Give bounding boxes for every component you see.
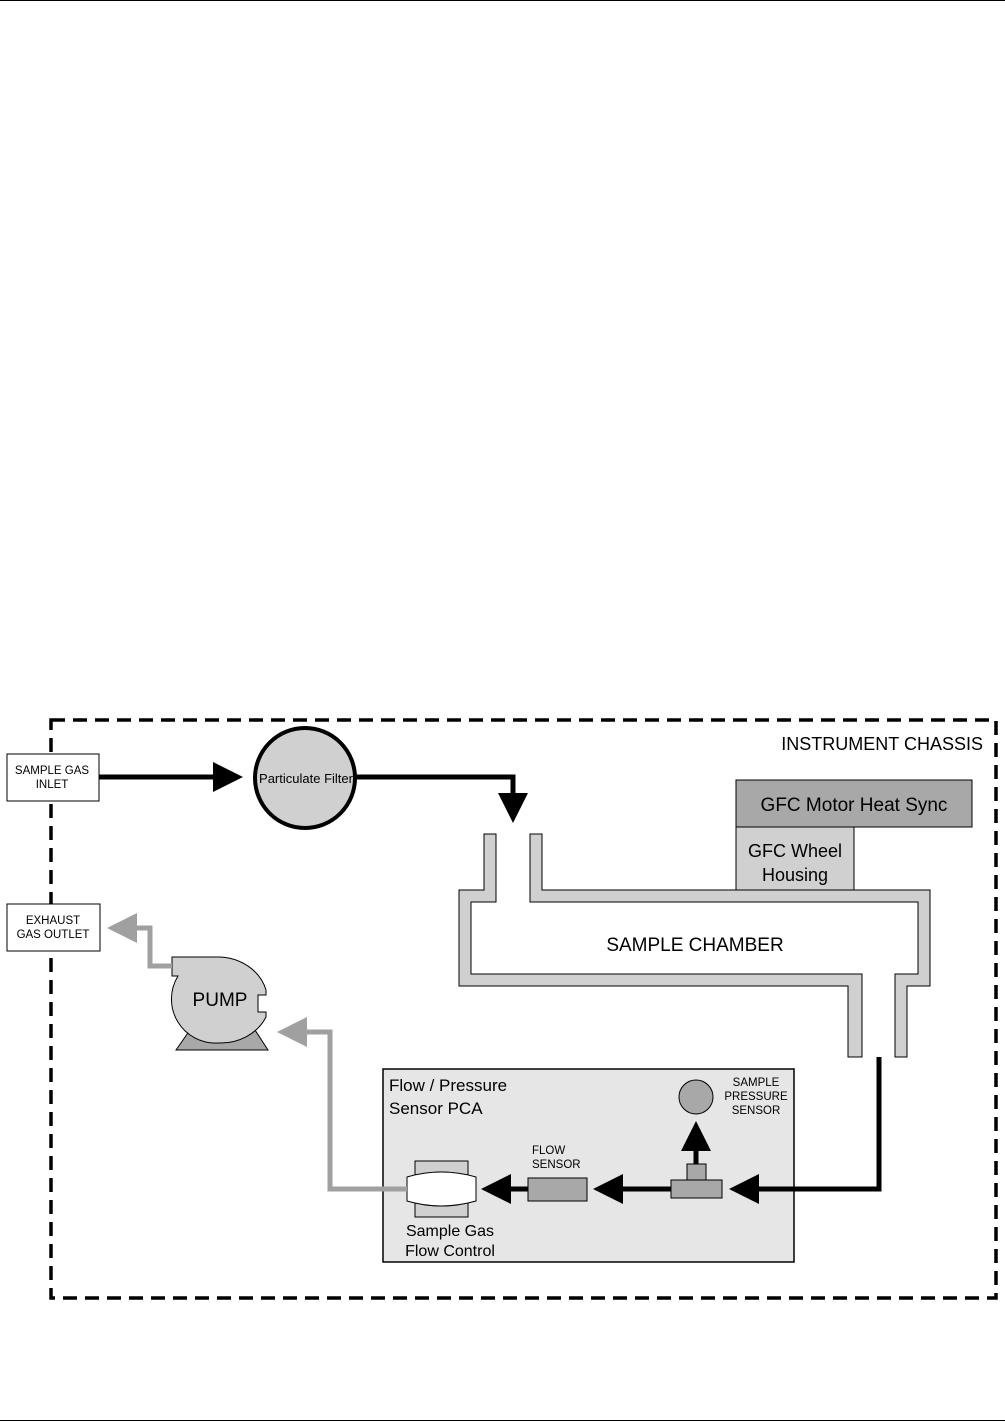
- gfc-motor-heat-sync: GFC Motor Heat Sync: [735, 779, 973, 828]
- tee-fitting: [670, 1163, 723, 1199]
- sample-chamber: SAMPLE CHAMBER: [458, 833, 931, 1058]
- svg-text:SENSOR: SENSOR: [732, 1105, 781, 1117]
- svg-text:SENSOR: SENSOR: [532, 1159, 581, 1171]
- svg-text:GAS OUTLET: GAS OUTLET: [17, 929, 90, 941]
- svg-text:Housing: Housing: [762, 865, 828, 885]
- gfc-wheel-housing: GFC Wheel Housing: [735, 826, 855, 894]
- pump-to-exhaust-line: [107, 913, 172, 969]
- svg-text:Sensor PCA: Sensor PCA: [389, 1099, 483, 1118]
- svg-text:EXHAUST: EXHAUST: [26, 915, 80, 927]
- bottom-rule: [0, 1420, 1005, 1421]
- chamber-to-pca-line: [729, 1057, 882, 1204]
- svg-text:PRESSURE: PRESSURE: [724, 1091, 788, 1103]
- particulate-filter: Particulate Filter: [253, 726, 357, 830]
- svg-text:Particulate Filter: Particulate Filter: [259, 771, 354, 786]
- sample-pressure-sensor: SAMPLE PRESSURE SENSOR: [678, 1077, 788, 1117]
- control-to-pump-line: [277, 1017, 407, 1192]
- sample-gas-flow-control: Sample Gas Flow Control: [405, 1160, 495, 1260]
- svg-text:GFC Motor Heat Sync: GFC Motor Heat Sync: [761, 795, 948, 816]
- top-rule: [0, 0, 1005, 1]
- filter-to-chamber-line: [355, 774, 528, 823]
- svg-text:SAMPLE: SAMPLE: [733, 1077, 780, 1089]
- svg-text:Flow Control: Flow Control: [405, 1243, 495, 1260]
- svg-text:FLOW: FLOW: [532, 1145, 565, 1157]
- exhaust-gas-outlet: EXHAUST GAS OUTLET: [6, 903, 101, 952]
- instrument-chassis-boundary: [49, 718, 998, 1300]
- flow-sensor: FLOW SENSOR: [527, 1145, 588, 1202]
- svg-text:INLET: INLET: [36, 779, 69, 791]
- svg-text:SAMPLE GAS: SAMPLE GAS: [15, 765, 89, 777]
- svg-text:SAMPLE CHAMBER: SAMPLE CHAMBER: [606, 935, 783, 956]
- sample-gas-inlet: SAMPLE GAS INLET: [6, 753, 100, 802]
- instrument-chassis-label: INSTRUMENT CHASSIS: [781, 734, 983, 754]
- pump: PUMP: [171, 956, 269, 1051]
- svg-text:PUMP: PUMP: [193, 990, 248, 1011]
- svg-text:GFC Wheel: GFC Wheel: [748, 841, 842, 861]
- svg-text:Flow / Pressure: Flow / Pressure: [389, 1076, 507, 1095]
- svg-text:Sample Gas: Sample Gas: [406, 1223, 494, 1240]
